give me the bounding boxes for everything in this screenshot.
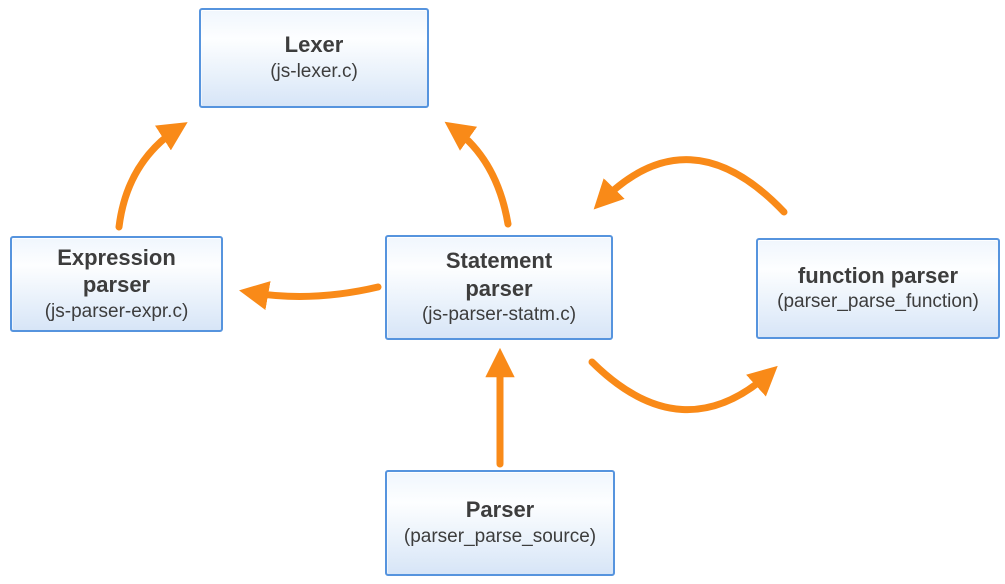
node-lexer: Lexer (js-lexer.c) — [199, 8, 429, 108]
node-expression-parser-title: Expression parser — [57, 244, 176, 298]
node-function-parser: function parser (parser_parse_function) — [756, 238, 1000, 339]
node-statement-parser-title: Statement parser — [445, 248, 553, 301]
arrow-statement-parser-to-expression-parser — [239, 281, 382, 311]
node-lexer-title: Lexer — [284, 32, 344, 58]
node-statement-parser: Statement parser (js-parser-statm.c) — [385, 235, 613, 340]
node-lexer-subtitle: (js-lexer.c) — [270, 60, 358, 82]
arrow-statement-parser-to-lexer — [444, 121, 512, 228]
arrow-function-parser-to-statement-parser — [593, 156, 788, 216]
node-expression-parser: Expression parser (js-parser-expr.c) — [10, 236, 223, 332]
node-parser: Parser (parser_parse_source) — [385, 470, 615, 576]
node-parser-subtitle: (parser_parse_source) — [403, 525, 597, 547]
node-parser-title: Parser — [465, 497, 535, 523]
node-expression-parser-subtitle: (js-parser-expr.c) — [44, 300, 189, 322]
node-function-parser-title: function parser — [797, 262, 959, 288]
arrow-statement-parser-to-function-parser — [588, 358, 778, 414]
arrow-expression-parser-to-lexer — [115, 122, 188, 231]
node-function-parser-subtitle: (parser_parse_function) — [777, 291, 979, 313]
node-statement-parser-subtitle: (js-parser-statm.c) — [421, 304, 577, 326]
